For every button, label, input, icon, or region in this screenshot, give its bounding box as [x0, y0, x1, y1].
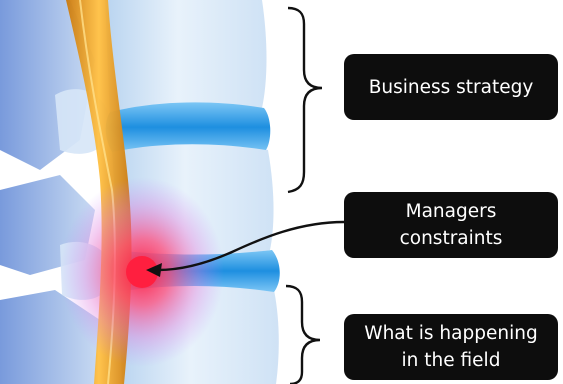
field-happenings-text-line2: in the field: [364, 347, 537, 374]
field-happenings-label: What is happening in the field: [344, 314, 558, 380]
business-strategy-label: Business strategy: [344, 54, 558, 120]
pain-highlight: [60, 177, 224, 367]
curly-brace-top: [288, 8, 322, 192]
field-happenings-text-line1: What is happening: [364, 320, 537, 347]
managers-constraints-label: Managers constraints: [344, 192, 558, 258]
business-strategy-text: Business strategy: [369, 74, 534, 101]
managers-constraints-text-line1: Managers: [400, 198, 503, 225]
managers-constraints-text-line2: constraints: [400, 225, 503, 252]
curly-brace-bottom: [286, 286, 320, 384]
